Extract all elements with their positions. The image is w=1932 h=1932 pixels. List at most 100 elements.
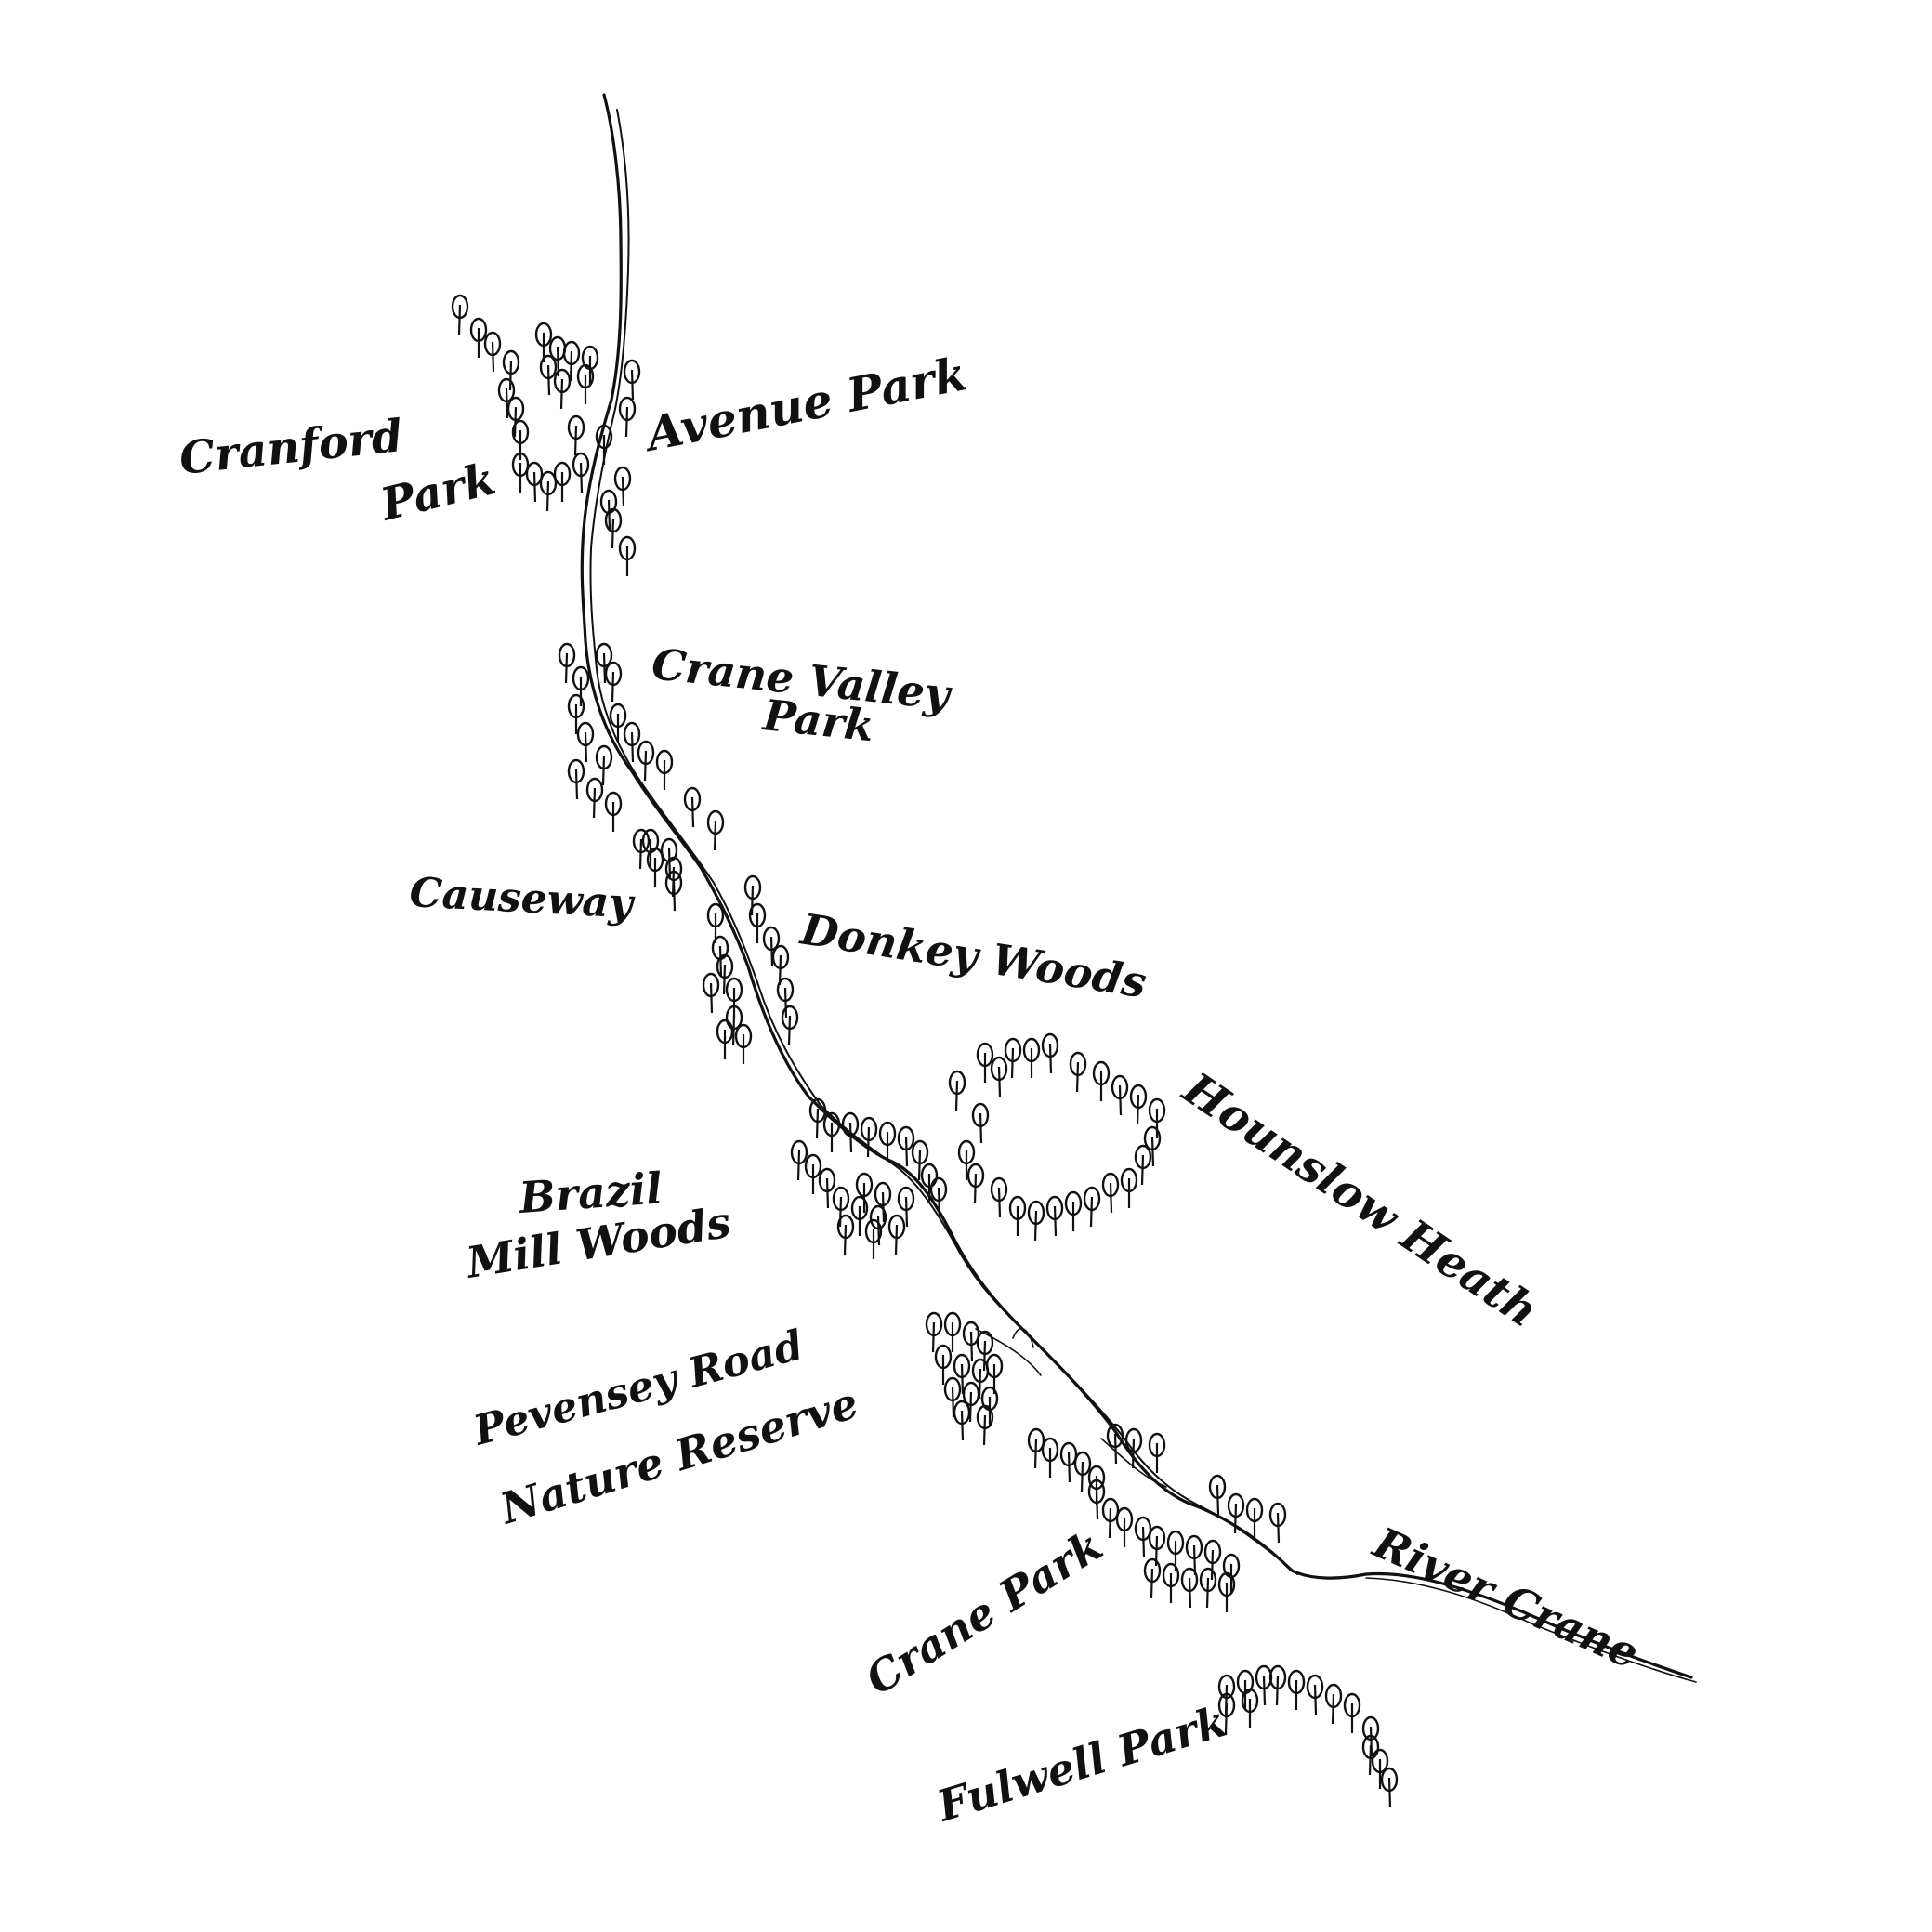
tree-icon xyxy=(1101,1172,1120,1214)
tree-icon xyxy=(864,1218,883,1259)
tree-icon xyxy=(1162,1562,1180,1603)
tree-icon xyxy=(1371,1748,1389,1789)
label-fulwell-park: Fulwell Park xyxy=(930,1696,1233,1832)
tree-icon xyxy=(451,294,469,335)
tree-icon xyxy=(595,744,613,786)
tree-icon xyxy=(1203,1539,1222,1581)
tree-icon xyxy=(860,1116,878,1158)
tree-icon xyxy=(953,1353,971,1395)
tree-icon xyxy=(1022,1037,1041,1078)
tree-icon xyxy=(962,1381,980,1423)
tree-icon xyxy=(618,535,637,576)
tree-icon xyxy=(511,419,530,460)
tree-icon xyxy=(976,1042,994,1083)
tree-icon xyxy=(558,642,576,684)
tree-icon xyxy=(604,661,623,703)
tree-icon xyxy=(716,953,734,995)
tree-icon xyxy=(1268,1664,1287,1706)
tree-icon xyxy=(585,777,604,819)
tree-icon xyxy=(511,452,530,493)
tree-icon xyxy=(971,1102,990,1144)
tree-icon xyxy=(1045,1195,1064,1237)
tree-icon xyxy=(502,349,520,391)
tree-icon xyxy=(1027,1200,1045,1242)
tree-icon xyxy=(1143,1557,1162,1599)
tree-icon xyxy=(623,359,641,401)
tree-icon xyxy=(1185,1534,1203,1576)
tree-icon xyxy=(576,721,595,763)
tree-icon xyxy=(539,354,558,396)
tree-icon xyxy=(841,1111,860,1153)
tree-icon xyxy=(562,340,581,382)
tree-icon xyxy=(595,642,613,684)
tree-icon xyxy=(990,1176,1008,1218)
tree-icon xyxy=(897,1186,915,1228)
tree-icon xyxy=(748,902,767,943)
tree-icon xyxy=(943,1311,962,1352)
tree-icon xyxy=(781,1005,799,1046)
tree-icon xyxy=(878,1121,897,1162)
tree-icon xyxy=(632,828,651,870)
tree-icon xyxy=(818,1167,836,1209)
tree-icon xyxy=(1306,1674,1324,1715)
tree-icon xyxy=(1106,1423,1124,1465)
tree-icon xyxy=(1064,1190,1083,1231)
tree-icon xyxy=(1180,1567,1199,1609)
tree-icon xyxy=(599,489,618,531)
tree-icon xyxy=(1004,1037,1022,1079)
tree-icon xyxy=(539,470,558,512)
tree-icon xyxy=(1041,1032,1059,1074)
tree-icon xyxy=(1380,1767,1399,1808)
tree-icon xyxy=(1217,1571,1236,1612)
tree-icon xyxy=(943,1376,962,1418)
tree-icon xyxy=(743,874,762,916)
label-cranford-park-line2: Park xyxy=(374,453,500,532)
tree-icon xyxy=(553,461,572,502)
tree-icon xyxy=(1027,1427,1045,1469)
tree-icon xyxy=(1008,1195,1027,1236)
label-crane-park: Crane Park xyxy=(857,1520,1111,1705)
label-river-crane: River Crane xyxy=(1365,1517,1647,1678)
tree-icon xyxy=(1073,1451,1092,1492)
tree-icon xyxy=(1241,1688,1259,1728)
tree-icon xyxy=(1361,1734,1380,1776)
tree-icon xyxy=(567,758,585,800)
tree-icon xyxy=(1324,1683,1343,1725)
tree-icon xyxy=(920,1163,939,1203)
label-cranford-park-line1: Cranford xyxy=(177,410,405,485)
tree-icon xyxy=(655,749,674,790)
tree-icon xyxy=(957,1139,976,1180)
tree-icon xyxy=(725,1005,743,1046)
tree-icon xyxy=(609,703,627,743)
place-labels: Cranford Park Avenue Park Crane Valley P… xyxy=(177,346,1646,1832)
tree-icon xyxy=(553,368,572,410)
tree-icon xyxy=(1069,1051,1087,1093)
tree-icon xyxy=(1245,1497,1264,1538)
tree-icon xyxy=(1134,1144,1152,1186)
tree-icon xyxy=(567,693,585,734)
tree-icon xyxy=(1148,1432,1166,1473)
tree-icon xyxy=(483,331,502,373)
tree-icon xyxy=(1143,1125,1162,1167)
tree-icon xyxy=(1041,1437,1059,1478)
tree-icon xyxy=(1227,1492,1245,1534)
tree-icon xyxy=(1120,1167,1138,1208)
tree-icon xyxy=(1148,1097,1166,1138)
tree-icon xyxy=(948,1070,966,1111)
label-brazil-mill-woods-line1: Brazil xyxy=(516,1163,664,1223)
tree-icon xyxy=(664,870,683,912)
tree-icon xyxy=(567,414,585,456)
tree-icon xyxy=(1208,1474,1227,1516)
tree-icon xyxy=(572,452,590,493)
tree-icon xyxy=(623,721,641,763)
tree-icon xyxy=(1217,1692,1236,1734)
tree-icon xyxy=(1059,1441,1078,1483)
tree-icon xyxy=(1115,1506,1134,1547)
label-hounslow-heath: Hounslow Heath xyxy=(1173,1061,1547,1337)
tree-icon xyxy=(832,1186,850,1228)
tree-icon xyxy=(808,1097,827,1139)
tree-icon xyxy=(637,740,655,782)
tree-icon xyxy=(762,926,781,967)
tree-icon xyxy=(734,1023,753,1064)
